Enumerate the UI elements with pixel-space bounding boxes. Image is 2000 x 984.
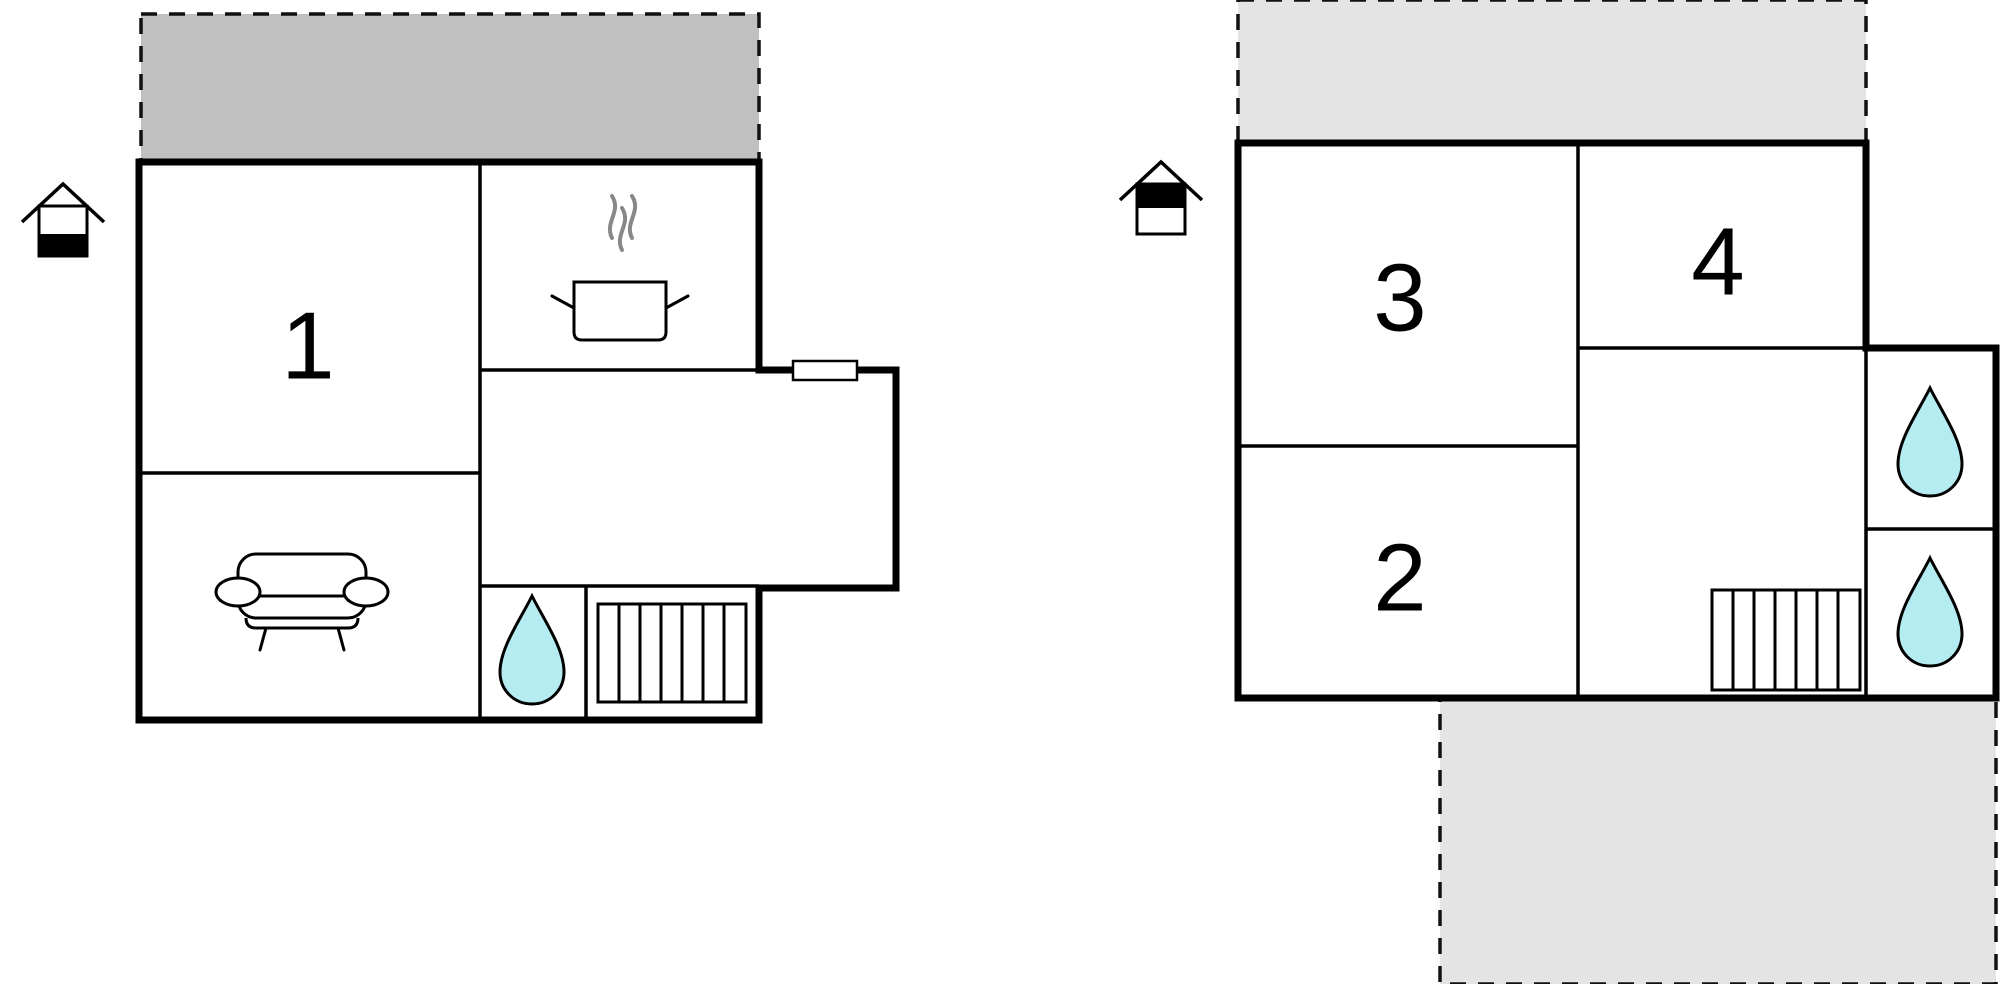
room-number-3: 3 — [1373, 245, 1426, 352]
water-drop-icon — [498, 594, 566, 706]
outer-wall — [1234, 139, 2000, 702]
terrace-area — [1236, 0, 1868, 145]
water-drop-icon — [1896, 386, 1964, 498]
upper-floor-plan: 3 4 2 — [1118, 0, 2000, 984]
radiator-icon — [596, 602, 748, 704]
water-drop-icon — [1896, 556, 1964, 668]
room-number-4: 4 — [1691, 209, 1744, 316]
terrace-area — [1438, 696, 1998, 984]
terrace-area — [139, 12, 761, 164]
room-number-1: 1 — [281, 293, 334, 400]
house-upper-floor-icon — [1118, 159, 1204, 236]
room-number-2: 2 — [1373, 525, 1426, 632]
outer-wall — [135, 158, 900, 724]
ground-floor-plan: 1 — [20, 12, 900, 724]
cooking-pot-icon — [550, 194, 690, 342]
radiator-icon — [1710, 588, 1862, 692]
house-ground-floor-icon — [20, 181, 106, 258]
sofa-icon — [214, 552, 390, 652]
window-icon — [791, 359, 859, 382]
